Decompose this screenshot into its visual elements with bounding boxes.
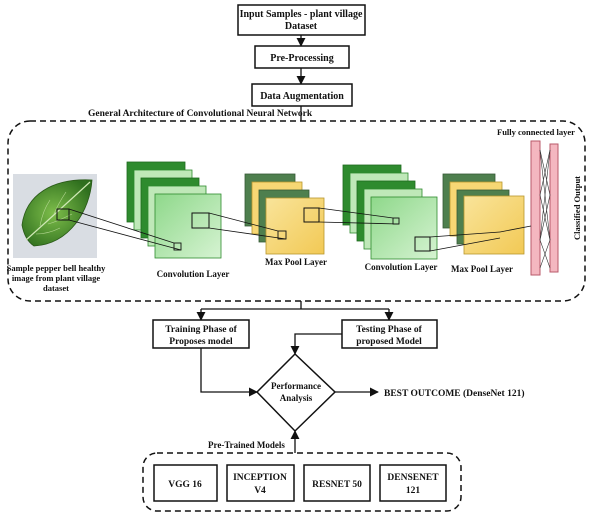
sample-caption-line3: dataset <box>43 283 69 293</box>
conv-layer-2-label: Convolution Layer <box>365 262 438 272</box>
input-samples-line2: Dataset <box>285 21 318 32</box>
pretrained-container <box>142 452 462 512</box>
testing-phase-line2: proposed Model <box>356 337 422 347</box>
model-densenet-line1: DENSENET <box>387 473 439 483</box>
preprocessing-label: Pre-Processing <box>270 53 334 64</box>
data-augmentation-box: Data Augmentation <box>251 83 353 107</box>
preprocessing-box: Pre-Processing <box>254 45 350 69</box>
pool-layer-1-label: Max Pool Layer <box>265 257 327 267</box>
model-box-densenet121: DENSENET 121 <box>379 464 447 502</box>
fully-connected-layer <box>499 140 559 276</box>
pretrained-title: Pre-Trained Models <box>208 440 285 450</box>
testing-phase-box: Testing Phase of proposed Model <box>341 319 438 349</box>
cnn-title: General Architecture of Convolutional Ne… <box>88 109 313 119</box>
fc-layer-label: Fully connected layer <box>497 127 575 137</box>
training-phase-line1: Training Phase of <box>165 325 237 335</box>
input-samples-box: Input Samples - plant village Dataset <box>237 4 366 36</box>
model-inception-line2: V4 <box>254 486 266 496</box>
conv-layer-1-label: Convolution Layer <box>157 269 230 279</box>
model-box-inception: INCEPTION V4 <box>226 464 295 502</box>
performance-line1: Performance <box>271 381 321 391</box>
model-resnet50-label: RESNET 50 <box>312 480 362 490</box>
performance-connectors <box>200 333 379 453</box>
pool-layer-2-label: Max Pool Layer <box>451 264 513 274</box>
model-densenet-line2: 121 <box>406 486 421 496</box>
sample-leaf-image <box>13 174 97 258</box>
pool-layer-1-stack <box>244 173 325 255</box>
training-phase-line2: Proposes model <box>169 337 233 347</box>
pool-layer-2-stack <box>442 173 525 255</box>
model-inception-line1: INCEPTION <box>233 473 287 483</box>
cnn-container <box>7 120 586 302</box>
model-box-resnet50: RESNET 50 <box>303 464 371 502</box>
model-vgg16-label: VGG 16 <box>168 480 202 490</box>
training-phase-box: Training Phase of Proposes model <box>152 319 250 349</box>
feature-map-connectors <box>68 207 501 252</box>
performance-line2: Analysis <box>280 393 313 403</box>
performance-analysis-diamond: Performance Analysis <box>255 352 337 433</box>
phase-split-connector <box>196 301 394 321</box>
classified-output-label: Classified Output <box>572 176 582 240</box>
best-outcome-label: BEST OUTCOME (DenseNet 121) <box>384 388 524 399</box>
testing-phase-line1: Testing Phase of <box>356 325 422 335</box>
data-augmentation-label: Data Augmentation <box>260 91 344 102</box>
model-box-vgg16: VGG 16 <box>153 464 218 502</box>
sample-caption-line2: image from plant village <box>12 273 101 283</box>
input-samples-line1: Input Samples - plant village <box>240 9 363 20</box>
conv-layer-1-stack <box>126 161 222 259</box>
sample-caption-line1: Sample pepper bell healthy <box>7 263 107 273</box>
conv-layer-2-stack <box>342 164 438 260</box>
